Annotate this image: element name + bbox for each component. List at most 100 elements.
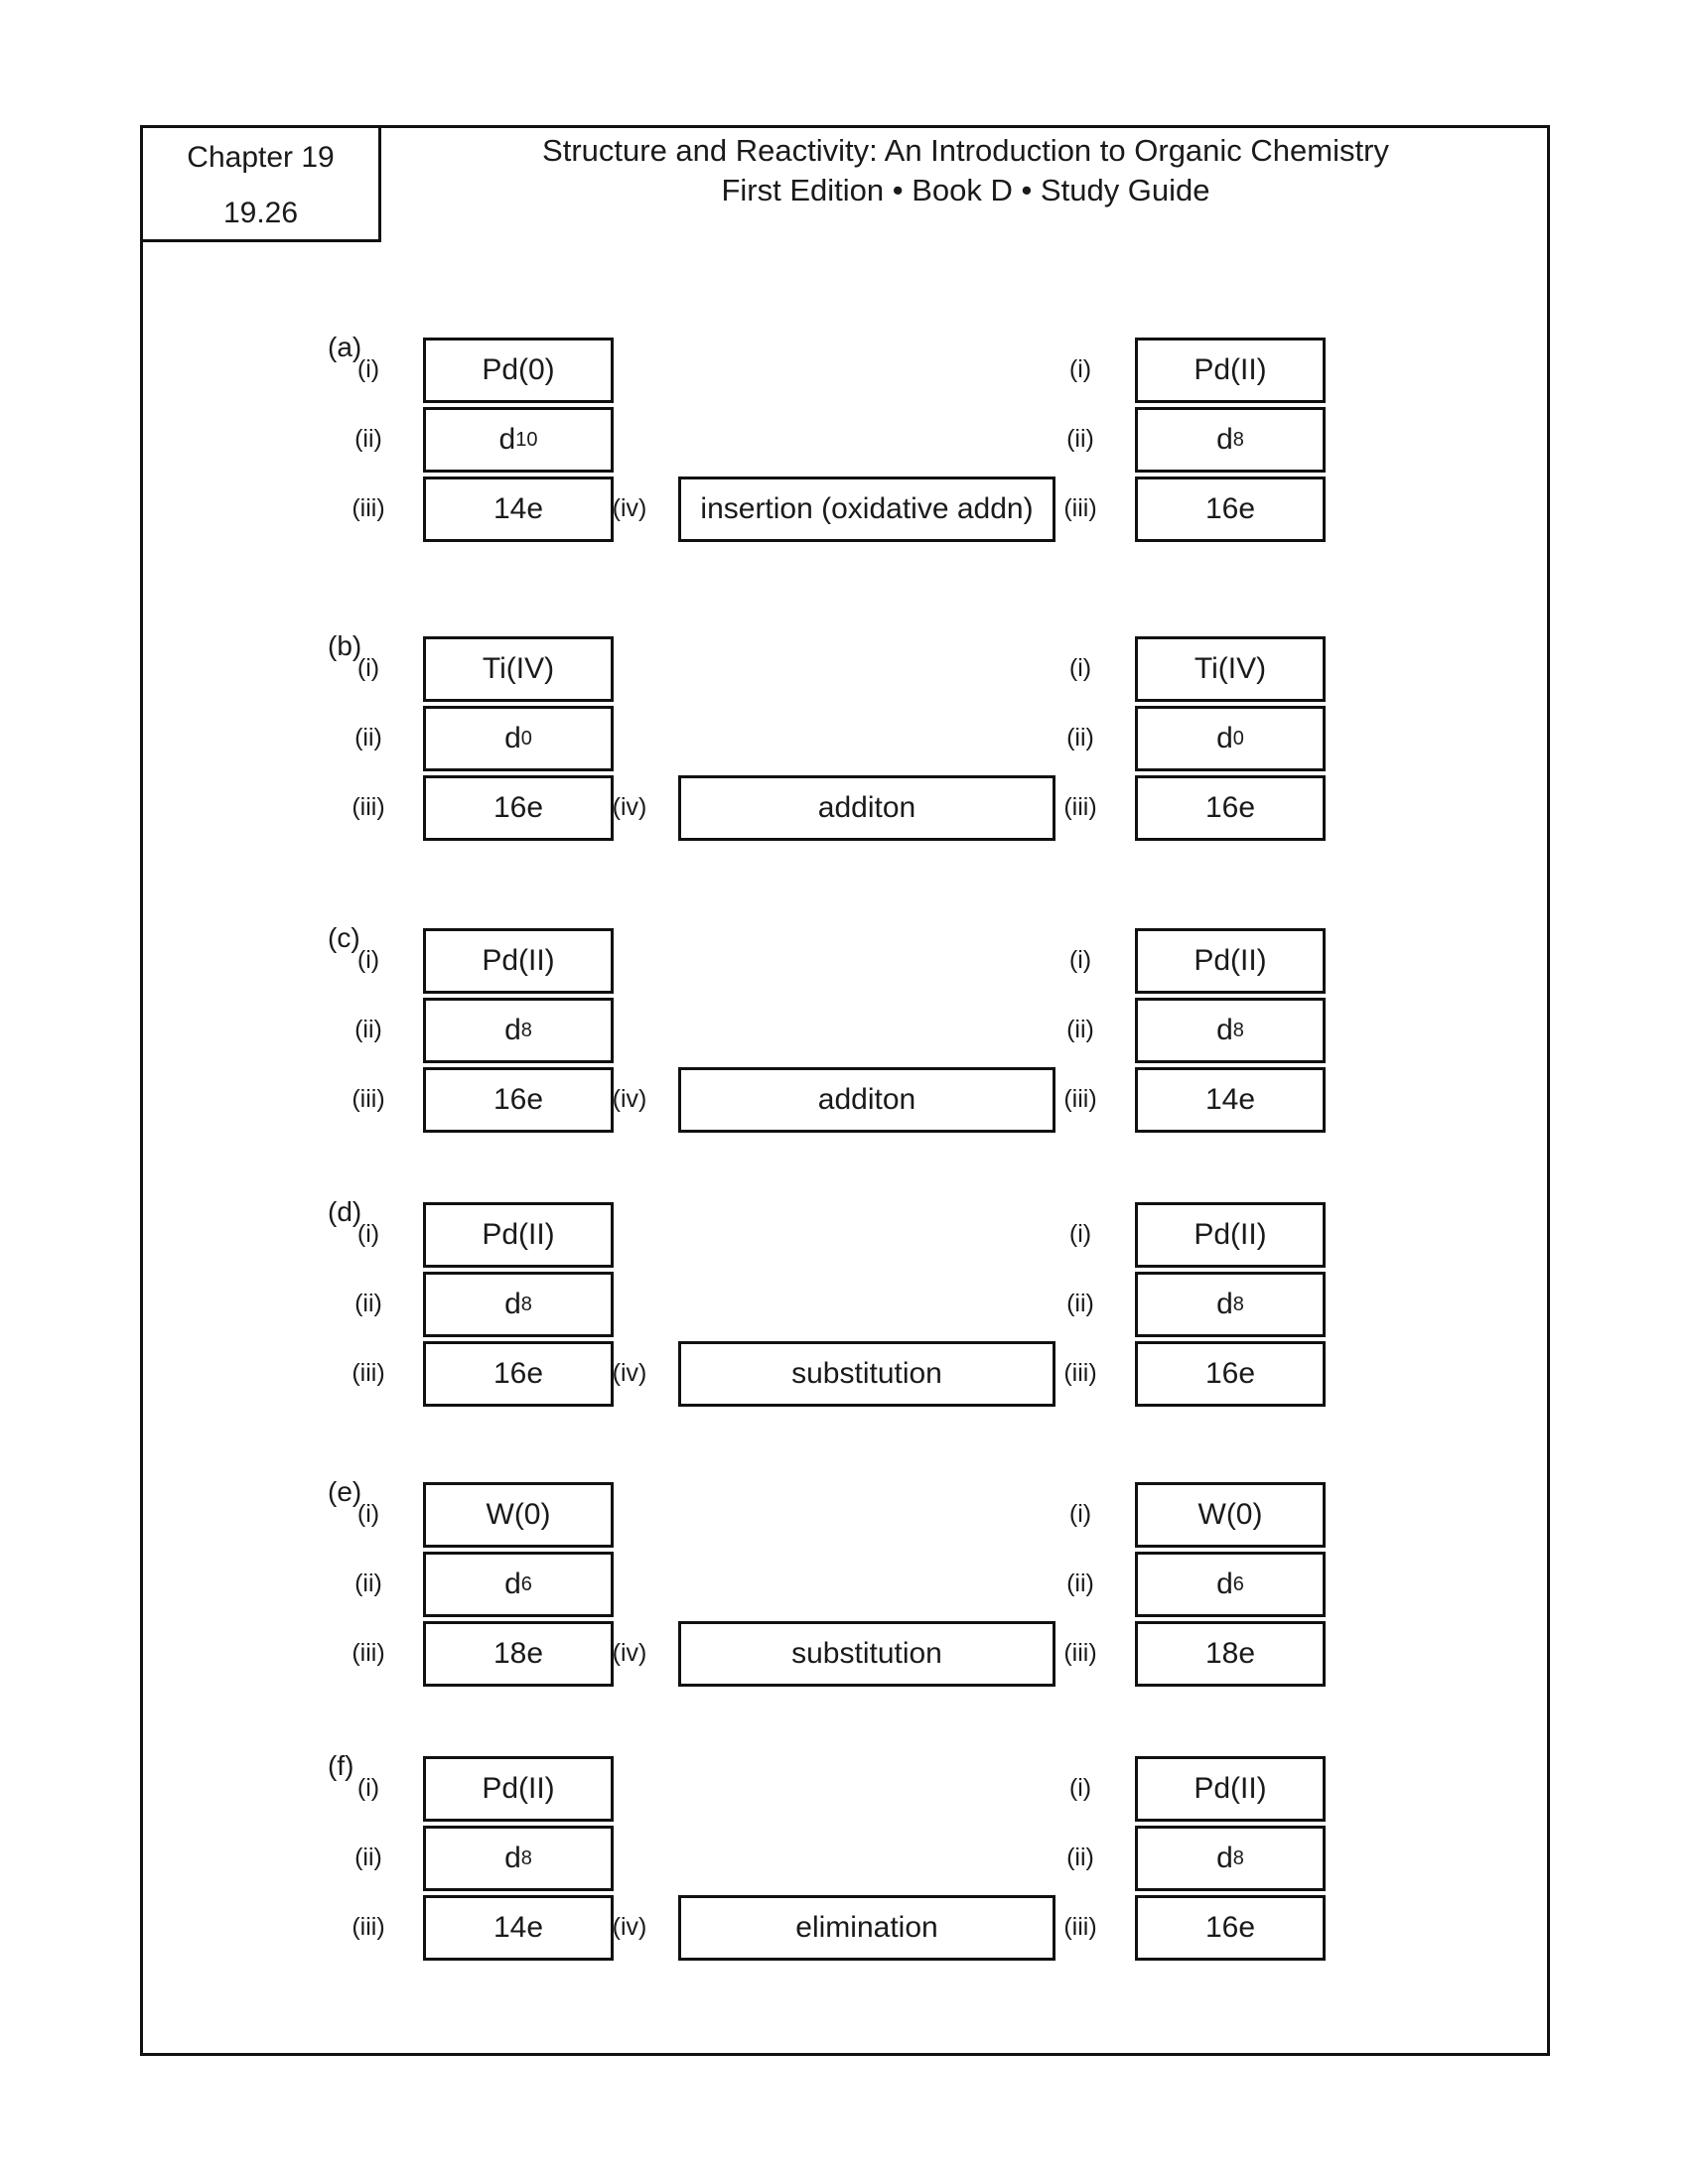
d-electron-label: d <box>1216 1014 1233 1046</box>
right-oxidation-state-box: Pd(II) <box>1135 338 1326 403</box>
left-value: Pd(II) <box>482 1218 555 1251</box>
roman-label: (iii) <box>1063 1359 1097 1387</box>
roman-label: (iii) <box>1063 793 1097 821</box>
roman-label: (iii) <box>352 494 385 522</box>
roman-label: (ii) <box>354 425 382 453</box>
left-value: W(0) <box>486 1498 551 1531</box>
right-value: 16e <box>1204 791 1256 824</box>
left-value: 16e <box>492 1083 544 1116</box>
roman-label: (ii) <box>354 1843 382 1871</box>
left-electron-count-box: 16e <box>423 1341 614 1407</box>
right-electron-count-box: 16e <box>1135 1895 1326 1961</box>
reaction-type-box: additon <box>678 1067 1055 1133</box>
right-electron-count-box: 16e <box>1135 1341 1326 1407</box>
d-electron-label: d <box>1216 1288 1233 1320</box>
left-value: Ti(IV) <box>482 652 555 685</box>
d-electron-label: d <box>504 1014 521 1046</box>
right-electron-count-box: 14e <box>1135 1067 1326 1133</box>
roman-label: (iii) <box>352 1639 385 1667</box>
part-label: (a) <box>328 332 362 362</box>
roman-label: (i) <box>356 355 380 383</box>
left-oxidation-state-box: Pd(II) <box>423 1202 614 1268</box>
roman-label: (i) <box>356 1774 380 1802</box>
chapter-box: Chapter 19 19.26 <box>140 125 381 242</box>
left-electron-count-box: 18e <box>423 1621 614 1687</box>
part-label: (e) <box>328 1476 362 1507</box>
right-value: Pd(II) <box>1194 1772 1267 1805</box>
d-electron-label: d <box>504 1568 521 1600</box>
roman-label: (iii) <box>1063 1085 1097 1113</box>
right-value: Pd(II) <box>1194 353 1267 386</box>
right-value: Pd(II) <box>1194 944 1267 977</box>
roman-label: (i) <box>1068 355 1092 383</box>
right-value: 14e <box>1204 1083 1256 1116</box>
right-value: Ti(IV) <box>1194 652 1267 685</box>
right-electron-count-box: 16e <box>1135 477 1326 542</box>
left-value: 18e <box>492 1637 544 1670</box>
left-value: 14e <box>492 1911 544 1944</box>
reaction-type-box: substitution <box>678 1621 1055 1687</box>
book-subtitle: First Edition • Book D • Study Guide <box>721 173 1210 207</box>
left-value: Pd(II) <box>482 944 555 977</box>
left-electron-count-box: 16e <box>423 1067 614 1133</box>
roman-label: (iii) <box>352 1913 385 1941</box>
right-value: 16e <box>1204 1911 1256 1944</box>
d-electron-label: d <box>504 722 521 754</box>
roman-label: (i) <box>356 946 380 974</box>
right-value: 18e <box>1204 1637 1256 1670</box>
reaction-type-box: substitution <box>678 1341 1055 1407</box>
left-value: Pd(0) <box>482 353 555 386</box>
right-value: W(0) <box>1197 1498 1263 1531</box>
roman-label: (ii) <box>354 1570 382 1597</box>
right-oxidation-state-box: Pd(II) <box>1135 1202 1326 1268</box>
right-oxidation-state-box: Pd(II) <box>1135 1756 1326 1822</box>
reaction-type: substitution <box>791 1637 942 1670</box>
d-electron-label: d <box>1216 1842 1233 1874</box>
left-oxidation-state-box: W(0) <box>423 1482 614 1548</box>
roman-label: (i) <box>1068 946 1092 974</box>
roman-label: (ii) <box>1066 1843 1094 1871</box>
reaction-type: additon <box>817 1083 916 1116</box>
roman-label: (iii) <box>1063 1913 1097 1941</box>
right-value: 16e <box>1204 492 1256 525</box>
part-label: (b) <box>328 630 362 661</box>
roman-label: (iv) <box>612 1913 647 1941</box>
roman-label: (ii) <box>1066 1570 1094 1597</box>
left-value: 16e <box>492 791 544 824</box>
roman-label: (iii) <box>352 1085 385 1113</box>
d-electron-label: d <box>1216 1568 1233 1600</box>
roman-label: (iv) <box>612 1359 647 1387</box>
right-value: Pd(II) <box>1194 1218 1267 1251</box>
left-oxidation-state-box: Pd(II) <box>423 1756 614 1822</box>
page-frame <box>140 125 1550 2056</box>
chapter-label: Chapter 19 <box>187 141 335 174</box>
d-electron-label: d <box>498 423 516 456</box>
d-electron-label: d <box>504 1288 521 1320</box>
reaction-type: additon <box>817 791 916 824</box>
reaction-type: insertion (oxidative addn) <box>700 492 1034 525</box>
roman-label: (i) <box>1068 1220 1092 1248</box>
roman-label: (iii) <box>352 793 385 821</box>
roman-label: (iv) <box>612 494 647 522</box>
left-value: 14e <box>492 492 544 525</box>
roman-label: (i) <box>1068 1774 1092 1802</box>
roman-label: (iv) <box>612 1085 647 1113</box>
roman-label: (iv) <box>612 793 647 821</box>
roman-label: (iii) <box>352 1359 385 1387</box>
left-electron-count-box: 14e <box>423 1895 614 1961</box>
roman-label: (iv) <box>612 1639 647 1667</box>
left-oxidation-state-box: Pd(II) <box>423 928 614 994</box>
left-oxidation-state-box: Ti(IV) <box>423 636 614 702</box>
right-oxidation-state-box: Ti(IV) <box>1135 636 1326 702</box>
roman-label: (i) <box>356 654 380 682</box>
left-electron-count-box: 16e <box>423 775 614 841</box>
